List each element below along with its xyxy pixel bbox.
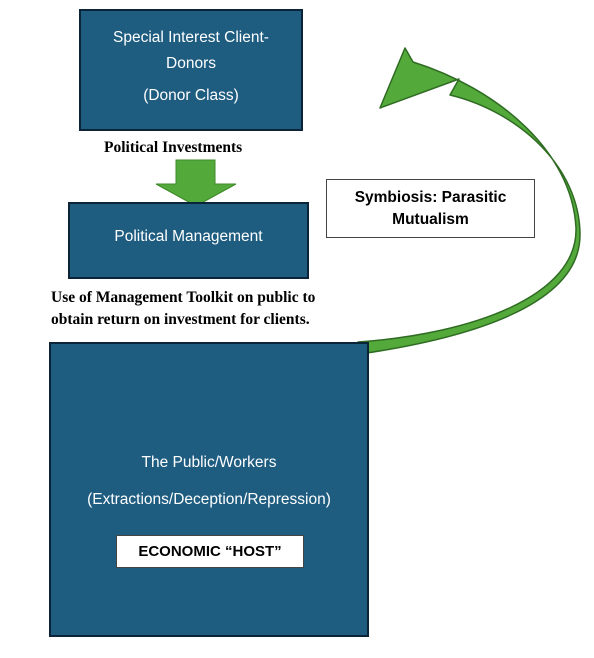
- donor-class-box: Special Interest Client- Donors (Donor C…: [79, 9, 303, 131]
- donor-title-line2: Donors: [166, 55, 216, 72]
- public-workers-box: The Public/Workers (Extractions/Deceptio…: [49, 342, 369, 637]
- management-toolkit-label: Use of Management Toolkit on public to o…: [51, 287, 371, 331]
- symbiosis-line2: Mutualism: [392, 211, 469, 228]
- toolkit-line2: obtain return on investment for clients.: [51, 311, 310, 328]
- donor-class-title: Special Interest Client- Donors: [81, 25, 301, 77]
- political-management-label: Political Management: [114, 228, 263, 245]
- economic-host-label: ECONOMIC “HOST”: [116, 535, 304, 568]
- symbiosis-line1: Symbiosis: Parasitic: [354, 189, 507, 206]
- toolkit-line1: Use of Management Toolkit on public to: [51, 289, 316, 306]
- donor-class-subtitle: (Donor Class): [143, 87, 239, 104]
- public-workers-title: The Public/Workers: [141, 454, 277, 471]
- political-investments-label: Political Investments: [104, 139, 243, 156]
- political-management-box: Political Management: [68, 202, 309, 279]
- curved-feedback-arrow: [357, 47, 581, 355]
- down-arrow: [155, 159, 237, 207]
- public-workers-subtitle: (Extractions/Deception/Repression): [87, 491, 331, 508]
- symbiosis-label-box: Symbiosis: Parasitic Mutualism: [326, 179, 535, 238]
- donor-title-line1: Special Interest Client-: [113, 29, 269, 46]
